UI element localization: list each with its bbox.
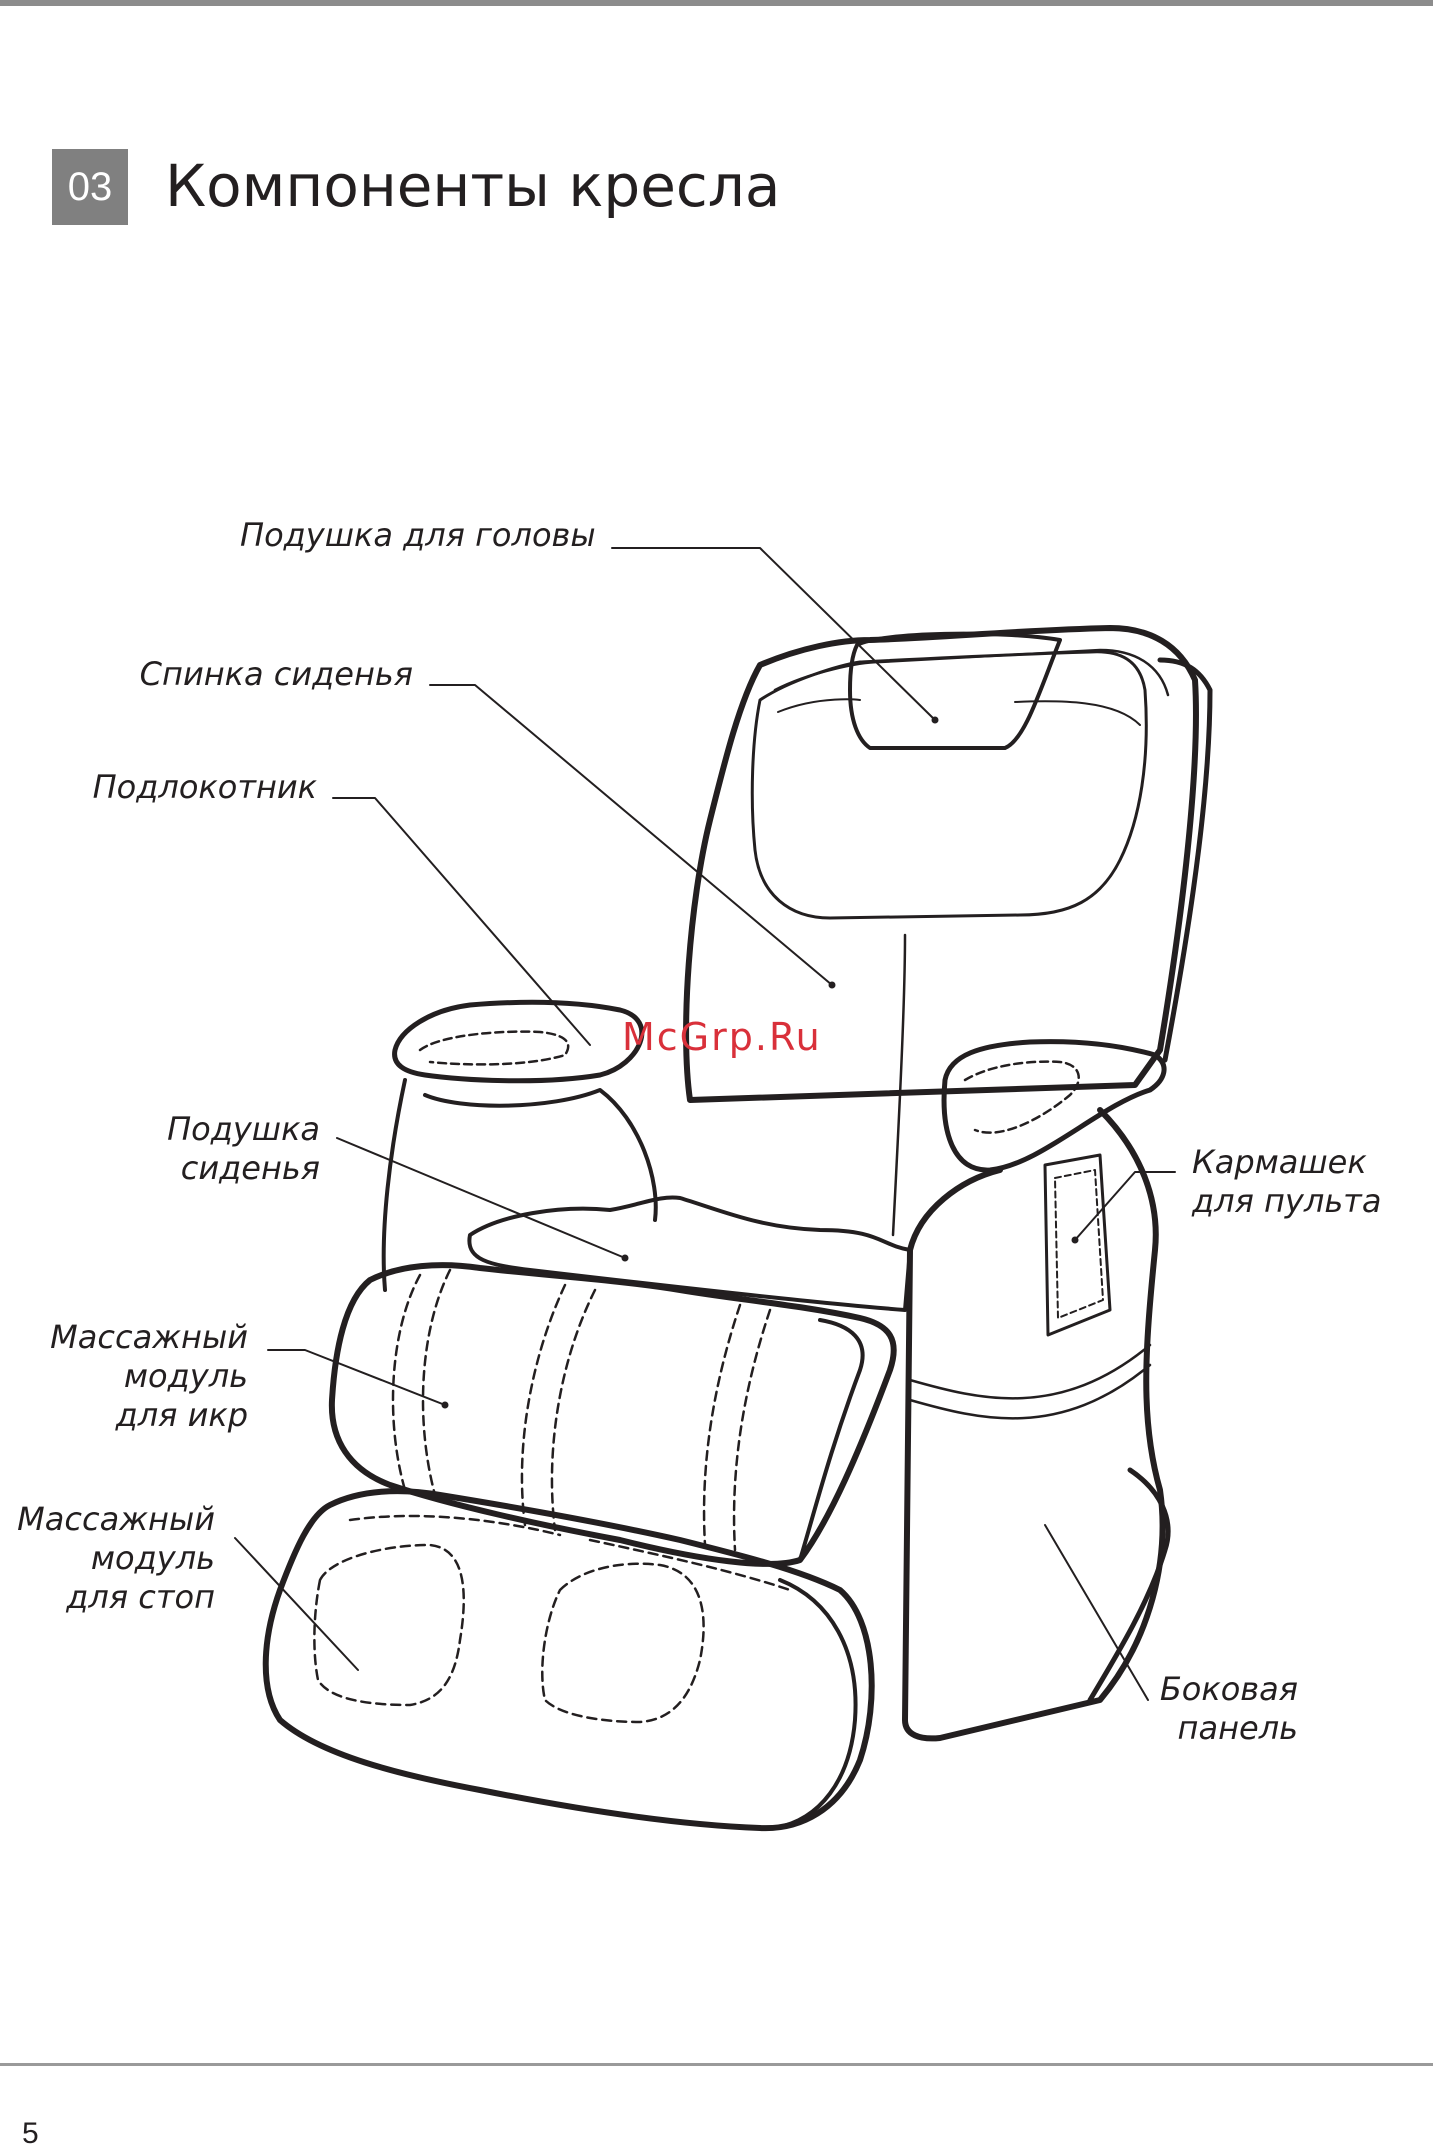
calf-module <box>332 1265 894 1564</box>
page-number: 5 <box>22 2116 39 2152</box>
calf-stitch-a <box>393 1270 450 1495</box>
foot-module <box>266 1491 872 1828</box>
left-armrest-inner <box>420 1032 568 1065</box>
label-seat-back: Спинка сиденья <box>110 655 413 694</box>
head-cushion-outline <box>752 652 1146 918</box>
leader-seat-cushion <box>337 1138 625 1258</box>
label-calf-module: Массажный модуль для икр <box>40 1318 248 1435</box>
foot-pocket-right <box>542 1564 703 1722</box>
leader-calf-module <box>268 1350 445 1405</box>
head-pillow-seam <box>778 699 1140 725</box>
left-armrest <box>395 1002 642 1080</box>
label-head-cushion: Подушка для головы <box>240 516 590 555</box>
leader-head-cushion <box>612 548 935 720</box>
calf-right-flap <box>800 1320 863 1560</box>
calf-stitch-b <box>522 1285 595 1530</box>
leader-seat-back <box>430 685 832 985</box>
label-remote-pocket: Кармашек для пульта <box>1192 1143 1422 1221</box>
bottom-rule <box>0 2063 1433 2066</box>
label-foot-module: Массажный модуль для стоп <box>10 1500 215 1617</box>
left-arm-side <box>384 1080 656 1290</box>
label-armrest: Подлокотник <box>60 768 317 807</box>
right-armrest-inner <box>965 1062 1079 1133</box>
leader-foot-module <box>235 1538 358 1670</box>
leader-remote-pocket <box>1075 1172 1175 1240</box>
calf-stitch-c <box>704 1305 770 1550</box>
watermark: McGrp.Ru <box>622 1015 822 1059</box>
label-seat-cushion: Подушка сиденья <box>120 1110 320 1188</box>
label-side-panel: Боковая панель <box>1130 1670 1298 1748</box>
side-panel-stripe <box>910 1345 1150 1418</box>
remote-pocket-stitch <box>1055 1170 1103 1318</box>
seat-back-center-seam <box>893 935 905 1235</box>
foot-pocket-left <box>314 1545 463 1705</box>
head-pillow <box>850 634 1060 748</box>
